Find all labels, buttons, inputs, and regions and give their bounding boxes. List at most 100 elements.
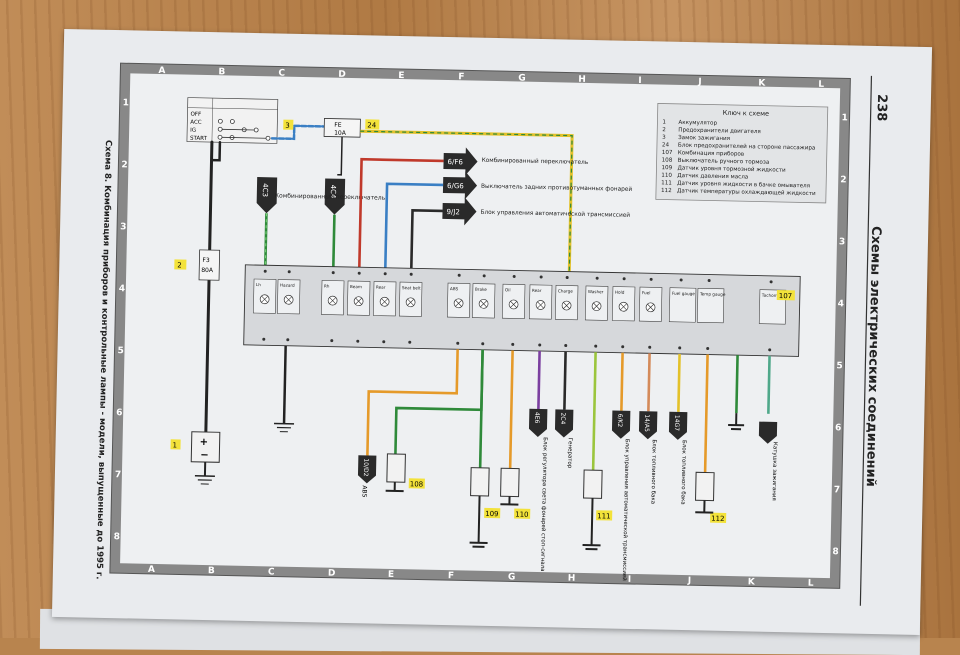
grid-row-right-4: 4 (838, 299, 844, 309)
connector-2c4-label: 2C4 (559, 412, 566, 424)
callout-2: 2 (174, 259, 186, 269)
connector-6k2-label: 6/K2 (616, 414, 623, 428)
grid-row-5: 5 (117, 346, 123, 356)
grid-col-bottom-B: B (208, 566, 215, 576)
grid-col-bottom-H: H (568, 574, 576, 584)
ign-ig: IG (190, 128, 196, 134)
key-item-num: 2 (662, 127, 666, 133)
cluster-lamp-label: Rear (376, 285, 386, 290)
key-title: Ключ к схеме (723, 109, 770, 118)
grid-col-bottom-J: J (687, 576, 692, 586)
callout-3: 3 (283, 120, 293, 130)
connector-4e6-label: 4E6 (533, 412, 540, 424)
grid-col-C: C (278, 68, 285, 78)
grid-row-right-5: 5 (836, 361, 842, 371)
connector-10d2-label: 10/D2 (362, 458, 369, 476)
grid-col-B: B (218, 67, 225, 77)
ignition-switch-table: OFF ACC IG START (187, 98, 278, 144)
cluster-lamp-label: Hold (615, 290, 625, 295)
grid-col-K: K (758, 79, 766, 89)
key-item-num: 24 (662, 142, 670, 148)
key-item-num: 112 (661, 188, 672, 194)
grid-col-bottom-A: A (148, 565, 155, 575)
grid-row-4: 4 (119, 284, 125, 294)
key-item-num: 107 (662, 150, 673, 156)
cluster-lamp-label: Hazard (280, 283, 295, 288)
callout-1: 1 (170, 439, 180, 449)
key-item-num: 111 (661, 180, 672, 186)
grid-row-right-8: 8 (832, 547, 838, 557)
grid-col-bottom-F: F (448, 571, 454, 581)
cluster-lamp-label: Fuel (642, 290, 651, 295)
svg-text:6/G6: 6/G6 (447, 182, 464, 190)
grid-col-bottom-I: I (628, 575, 632, 585)
cluster-lamp-label: Rear (532, 288, 542, 293)
svg-text:9/J2: 9/J2 (446, 208, 460, 216)
ign-acc: ACC (190, 120, 202, 126)
key-item-num: 108 (662, 158, 673, 164)
ign-off: OFF (190, 112, 201, 118)
grid-row-8: 8 (114, 532, 120, 542)
label-generator: Генератор (566, 438, 573, 469)
grid-col-bottom-E: E (388, 570, 394, 580)
grid-row-right-2: 2 (840, 175, 846, 185)
grid-col-H: H (578, 75, 586, 85)
page-number: 238 (874, 94, 890, 121)
grid-row-right-1: 1 (841, 113, 847, 123)
svg-text:107: 107 (779, 292, 793, 300)
key-item-text: Аккумулятор (678, 120, 717, 127)
grid-row-1: 1 (123, 98, 129, 108)
grid-col-bottom-D: D (328, 569, 336, 579)
key-item-num: 110 (661, 173, 672, 179)
cluster-lamp-label: Temp gauge (699, 291, 726, 297)
svg-text:2: 2 (177, 261, 182, 269)
key-item-num: 109 (661, 165, 672, 171)
svg-text:10A: 10A (334, 130, 347, 137)
grid-col-F: F (458, 72, 464, 82)
cluster-lamp-label: Fuel gauge (672, 291, 696, 296)
cluster-lamp-label: ABS (450, 286, 459, 291)
svg-text:108: 108 (410, 480, 424, 488)
svg-text:111: 111 (597, 512, 611, 520)
grid-row-right-7: 7 (834, 485, 840, 495)
fuse-f3-rating: 80A (201, 267, 214, 274)
label-abs: ABS (361, 485, 368, 497)
grid-row-3: 3 (120, 222, 126, 232)
grid-col-bottom-G: G (508, 572, 516, 582)
fuse-f3-label: F3 (202, 257, 210, 264)
grid-row-2: 2 (121, 160, 127, 170)
svg-text:6/F6: 6/F6 (447, 158, 463, 166)
svg-text:24: 24 (367, 121, 377, 129)
fuse-fe: FE 10A (324, 118, 360, 137)
svg-text:+: + (200, 437, 209, 448)
label-ignition-coil: Катушка зажигания (771, 442, 778, 501)
cluster-lamp-label: Brake (475, 287, 488, 292)
grid-col-G: G (518, 73, 526, 83)
grid-col-L: L (818, 80, 824, 90)
ign-start: START (190, 136, 208, 142)
grid-row-6: 6 (116, 408, 122, 418)
key-item-num: 3 (662, 135, 666, 141)
key-item-text: Замок зажигания (678, 135, 730, 142)
grid-col-D: D (338, 70, 346, 80)
grid-col-J: J (697, 77, 702, 87)
svg-text:1: 1 (172, 441, 177, 449)
cluster-lamp-label: Rh (324, 283, 330, 288)
grid-col-bottom-C: C (268, 567, 275, 577)
grid-col-A: A (158, 66, 165, 76)
svg-text:3: 3 (285, 122, 290, 130)
section-title: Схемы электрических соединений (863, 226, 883, 487)
key-item-num: 1 (662, 120, 666, 126)
cluster-lamp-label: Washer (588, 289, 604, 294)
cluster-lamp-label: Lh (256, 282, 261, 287)
grid-row-right-3: 3 (839, 237, 845, 247)
svg-text:109: 109 (485, 510, 499, 518)
grid-col-E: E (398, 71, 404, 81)
grid-col-bottom-L: L (808, 579, 814, 589)
svg-text:FE: FE (334, 122, 342, 129)
svg-text:4C3: 4C3 (261, 183, 269, 197)
connector-14g7-label: 14G7 (673, 415, 680, 431)
